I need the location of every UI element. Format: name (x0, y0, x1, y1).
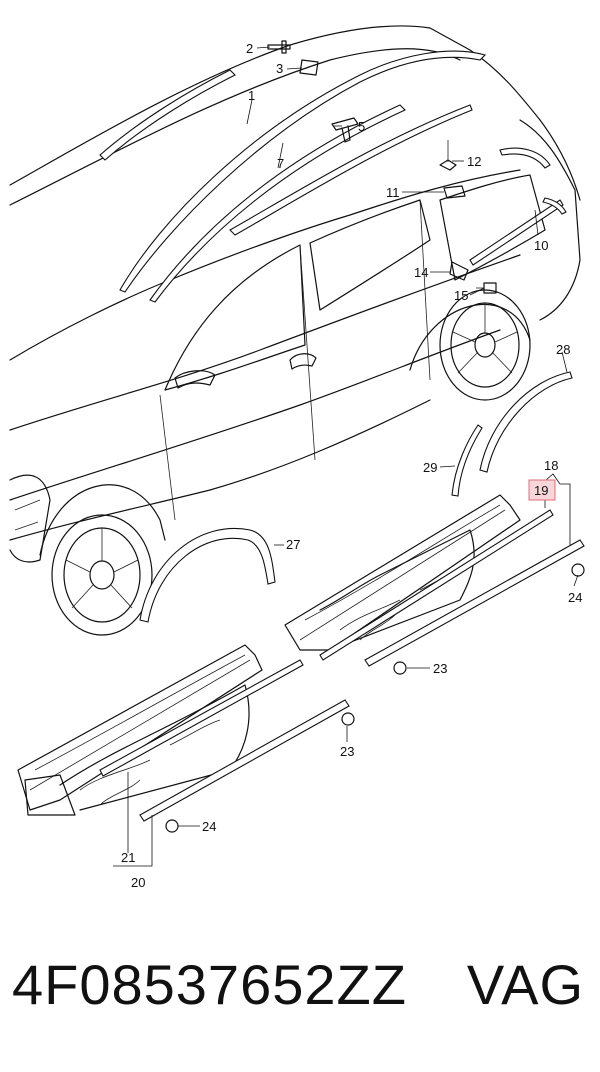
callout-23-upper: 23 (433, 661, 447, 676)
callout-1: 1 (248, 88, 255, 103)
callout-28: 28 (556, 342, 570, 357)
rear-door-assembly (284, 494, 585, 667)
front-arch-trim (139, 528, 276, 623)
rear-wheel (439, 289, 531, 401)
callout-14: 14 (414, 265, 428, 280)
callout-20: 20 (131, 875, 145, 890)
callout-10: 10 (534, 238, 548, 253)
callout-5: 5 (358, 119, 365, 134)
car-body (9, 25, 581, 563)
part-number: 4F08537652ZZ (12, 953, 407, 1016)
callout-12: 12 (467, 154, 481, 169)
callout-18: 18 (544, 458, 558, 473)
callout-21: 21 (121, 850, 135, 865)
callout-19-highlight (528, 479, 556, 501)
window-trim-upper (542, 197, 567, 215)
callout-7: 7 (277, 156, 284, 171)
callout-29: 29 (423, 460, 437, 475)
window-trim-strip (469, 199, 564, 266)
clips (165, 563, 585, 833)
callout-27: 27 (286, 537, 300, 552)
roof-rails (99, 50, 551, 303)
callout-2: 2 (246, 41, 253, 56)
rear-arch-trim (479, 371, 573, 473)
rear-arch-trim-edge (451, 424, 483, 497)
callout-3: 3 (276, 61, 283, 76)
callout-labels: 2 3 1 5 7 12 11 10 14 15 28 29 18 19 24 … (121, 41, 582, 890)
fasteners (267, 40, 497, 294)
front-door-assembly (17, 644, 350, 822)
callout-15: 15 (454, 288, 468, 303)
brand-name: VAG (466, 953, 584, 1016)
parts-diagram: 2 3 1 5 7 12 11 10 14 15 28 29 18 19 24 … (9, 25, 585, 890)
callout-24-lower: 24 (202, 819, 216, 834)
callout-23-lower: 23 (340, 744, 354, 759)
callout-11: 11 (386, 185, 400, 200)
callout-19: 19 (534, 483, 548, 498)
front-wheel (51, 514, 153, 636)
callout-24-upper: 24 (568, 590, 582, 605)
